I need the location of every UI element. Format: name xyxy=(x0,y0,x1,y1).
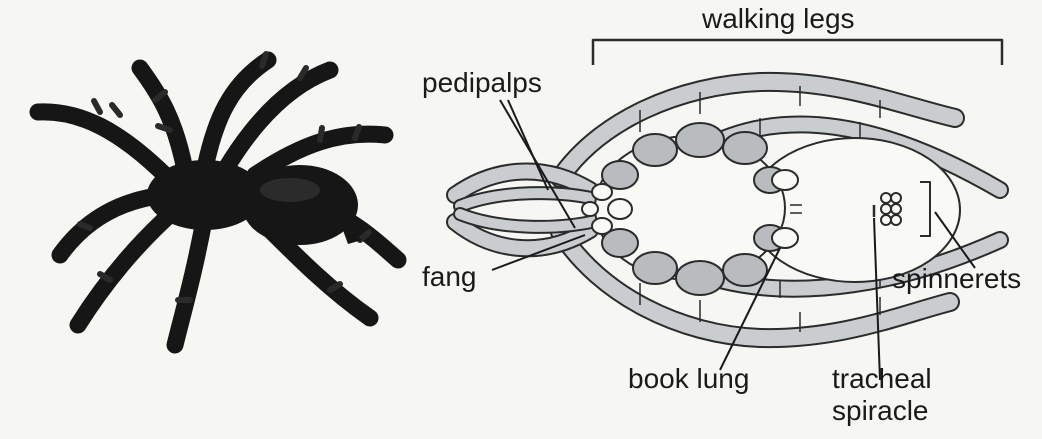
book-lung-upper xyxy=(772,170,798,190)
spinnerets xyxy=(881,193,901,225)
tracheal-spiracle-label-line2: spiracle xyxy=(832,396,928,426)
tracheal-spiracle-label-line1: tracheal xyxy=(832,364,932,394)
pedipalps-label: pedipalps xyxy=(422,68,542,98)
spinnerets-label: spinnerets xyxy=(892,264,1021,294)
tarantula-icon xyxy=(38,54,398,345)
book-lung xyxy=(772,228,798,248)
fang-label: fang xyxy=(422,262,477,292)
walking-legs-label: walking legs xyxy=(702,4,855,34)
walking-legs-bracket xyxy=(593,40,1002,65)
book-lung-label: book lung xyxy=(628,364,749,394)
